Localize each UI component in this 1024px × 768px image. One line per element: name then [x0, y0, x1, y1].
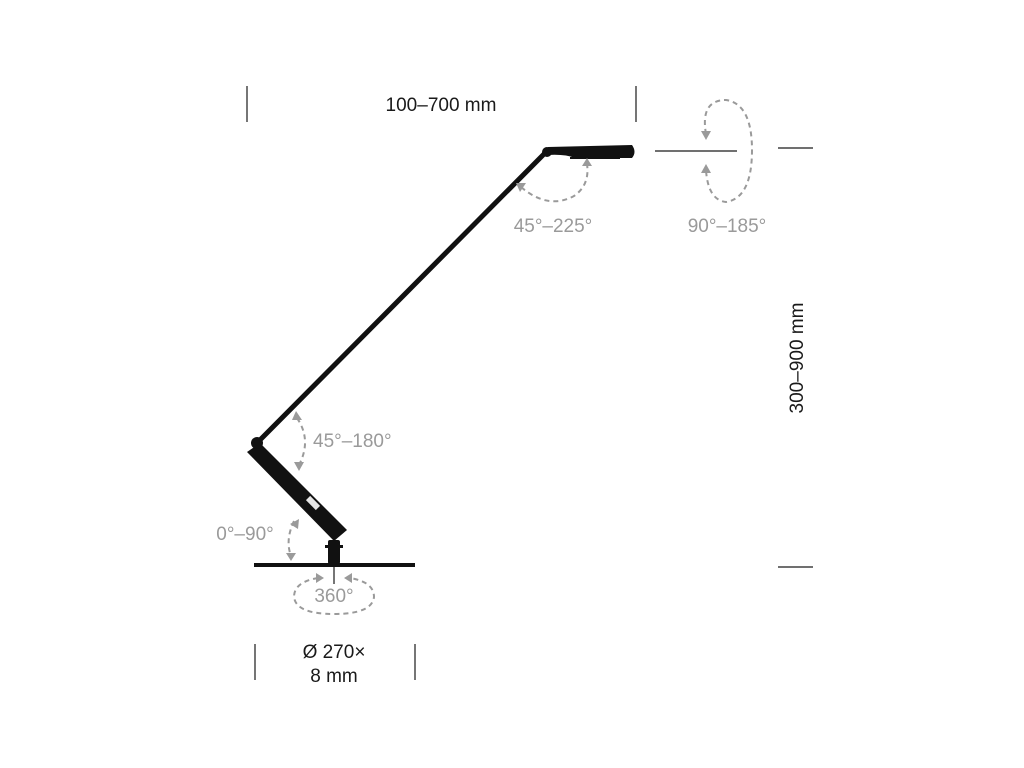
upper-arm: [254, 148, 550, 446]
lower-arm-arc: 0°–90°: [216, 519, 299, 561]
base-label-line2: 8 mm: [310, 666, 358, 687]
head-rotate-arc-path: [704, 98, 754, 204]
base-plate: [254, 563, 415, 567]
base-dimension: Ø 270× 8 mm: [254, 642, 416, 687]
height-dimension: 300–900 mm: [778, 147, 813, 568]
elbow-arrow-bottom: [294, 462, 304, 471]
lower-arm-arc-path: [287, 520, 295, 557]
head-rotate-arrow-bottom: [701, 164, 711, 173]
head-rotate-arc: 90°–185°: [655, 98, 767, 237]
lamp-drawing: [247, 145, 635, 567]
base-stem: [328, 540, 340, 564]
head-tilt-arrow-left: [516, 183, 526, 192]
base-swivel-collar: [325, 545, 343, 548]
lower-arm-switch: [305, 495, 321, 511]
lower-arm: [247, 443, 347, 541]
lower-arm-arrow-top: [290, 519, 299, 529]
elbow-arc: 45°–180°: [292, 411, 392, 471]
base-rotate-arrow-left: [316, 573, 324, 583]
base-rotate-arrow-right: [344, 573, 352, 583]
base-rotate-ellipse: 360°: [292, 567, 376, 616]
head-tilt-arc-path: [520, 163, 589, 203]
lower-arm-label: 0°–90°: [216, 524, 273, 545]
elbow-arc-path: [296, 417, 306, 466]
lamp-head: [548, 145, 635, 158]
lower-arm-arrow-bottom: [286, 553, 296, 561]
base-label-line1: Ø 270×: [303, 642, 366, 663]
height-label: 300–900 mm: [787, 303, 808, 414]
elbow-label: 45°–180°: [313, 431, 392, 452]
reach-label: 100–700 mm: [386, 95, 497, 116]
head-rotate-label: 90°–185°: [688, 216, 767, 237]
base-rotate-label: 360°: [314, 586, 353, 607]
head-rotate-arrow-top: [701, 131, 711, 140]
head-tilt-arrow-right: [582, 158, 592, 166]
head-tilt-arc: 45°–225°: [514, 158, 593, 237]
base-rotate-ellipse-path: [292, 577, 376, 616]
reach-dimension: 100–700 mm: [246, 86, 637, 122]
head-tilt-label: 45°–225°: [514, 216, 593, 237]
elbow-arrow-top: [292, 411, 302, 420]
